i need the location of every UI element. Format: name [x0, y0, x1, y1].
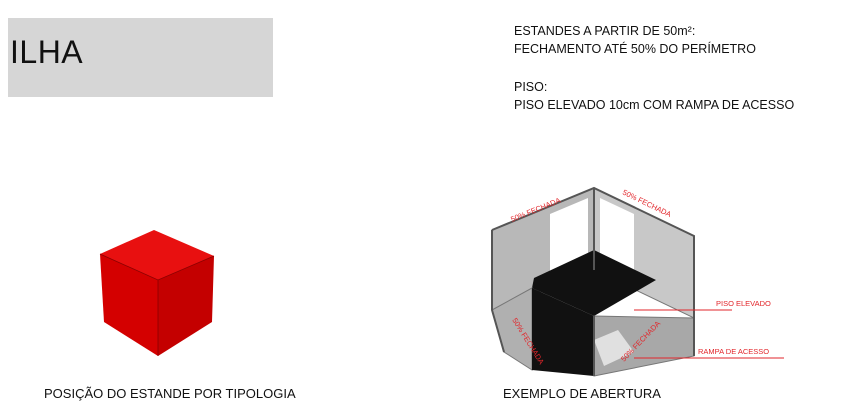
- cube-right-face: [158, 256, 214, 356]
- title-box: [8, 18, 273, 97]
- stand-specs: ESTANDES A PARTIR DE 50m²: FECHAMENTO AT…: [514, 22, 794, 114]
- caption-right: EXEMPLO DE ABERTURA: [503, 386, 661, 401]
- spec-line: ESTANDES A PARTIR DE 50m²:: [514, 24, 696, 38]
- page-title: ILHA: [10, 34, 84, 70]
- red-cube-icon: [99, 230, 215, 356]
- cube-top-face: [100, 230, 214, 280]
- spec-line: FECHAMENTO ATÉ 50% DO PERÍMETRO: [514, 42, 756, 56]
- access-ramp: [594, 330, 634, 366]
- label-access-ramp: RAMPA DE ACESSO: [698, 347, 769, 356]
- cube-left-face: [100, 254, 158, 356]
- spec-line: PISO ELEVADO 10cm COM RAMPA DE ACESSO: [514, 98, 795, 112]
- stand-opening-diagram: 50% FECHADA 50% FECHADA 50% FECHADA 50% …: [491, 186, 784, 377]
- spec-line: PISO:: [514, 80, 548, 94]
- front-floor-block: [532, 288, 594, 376]
- raised-floor: [532, 250, 656, 316]
- caption-left: POSIÇÃO DO ESTANDE POR TIPOLOGIA: [44, 386, 296, 401]
- label-raised-floor: PISO ELEVADO: [716, 299, 771, 308]
